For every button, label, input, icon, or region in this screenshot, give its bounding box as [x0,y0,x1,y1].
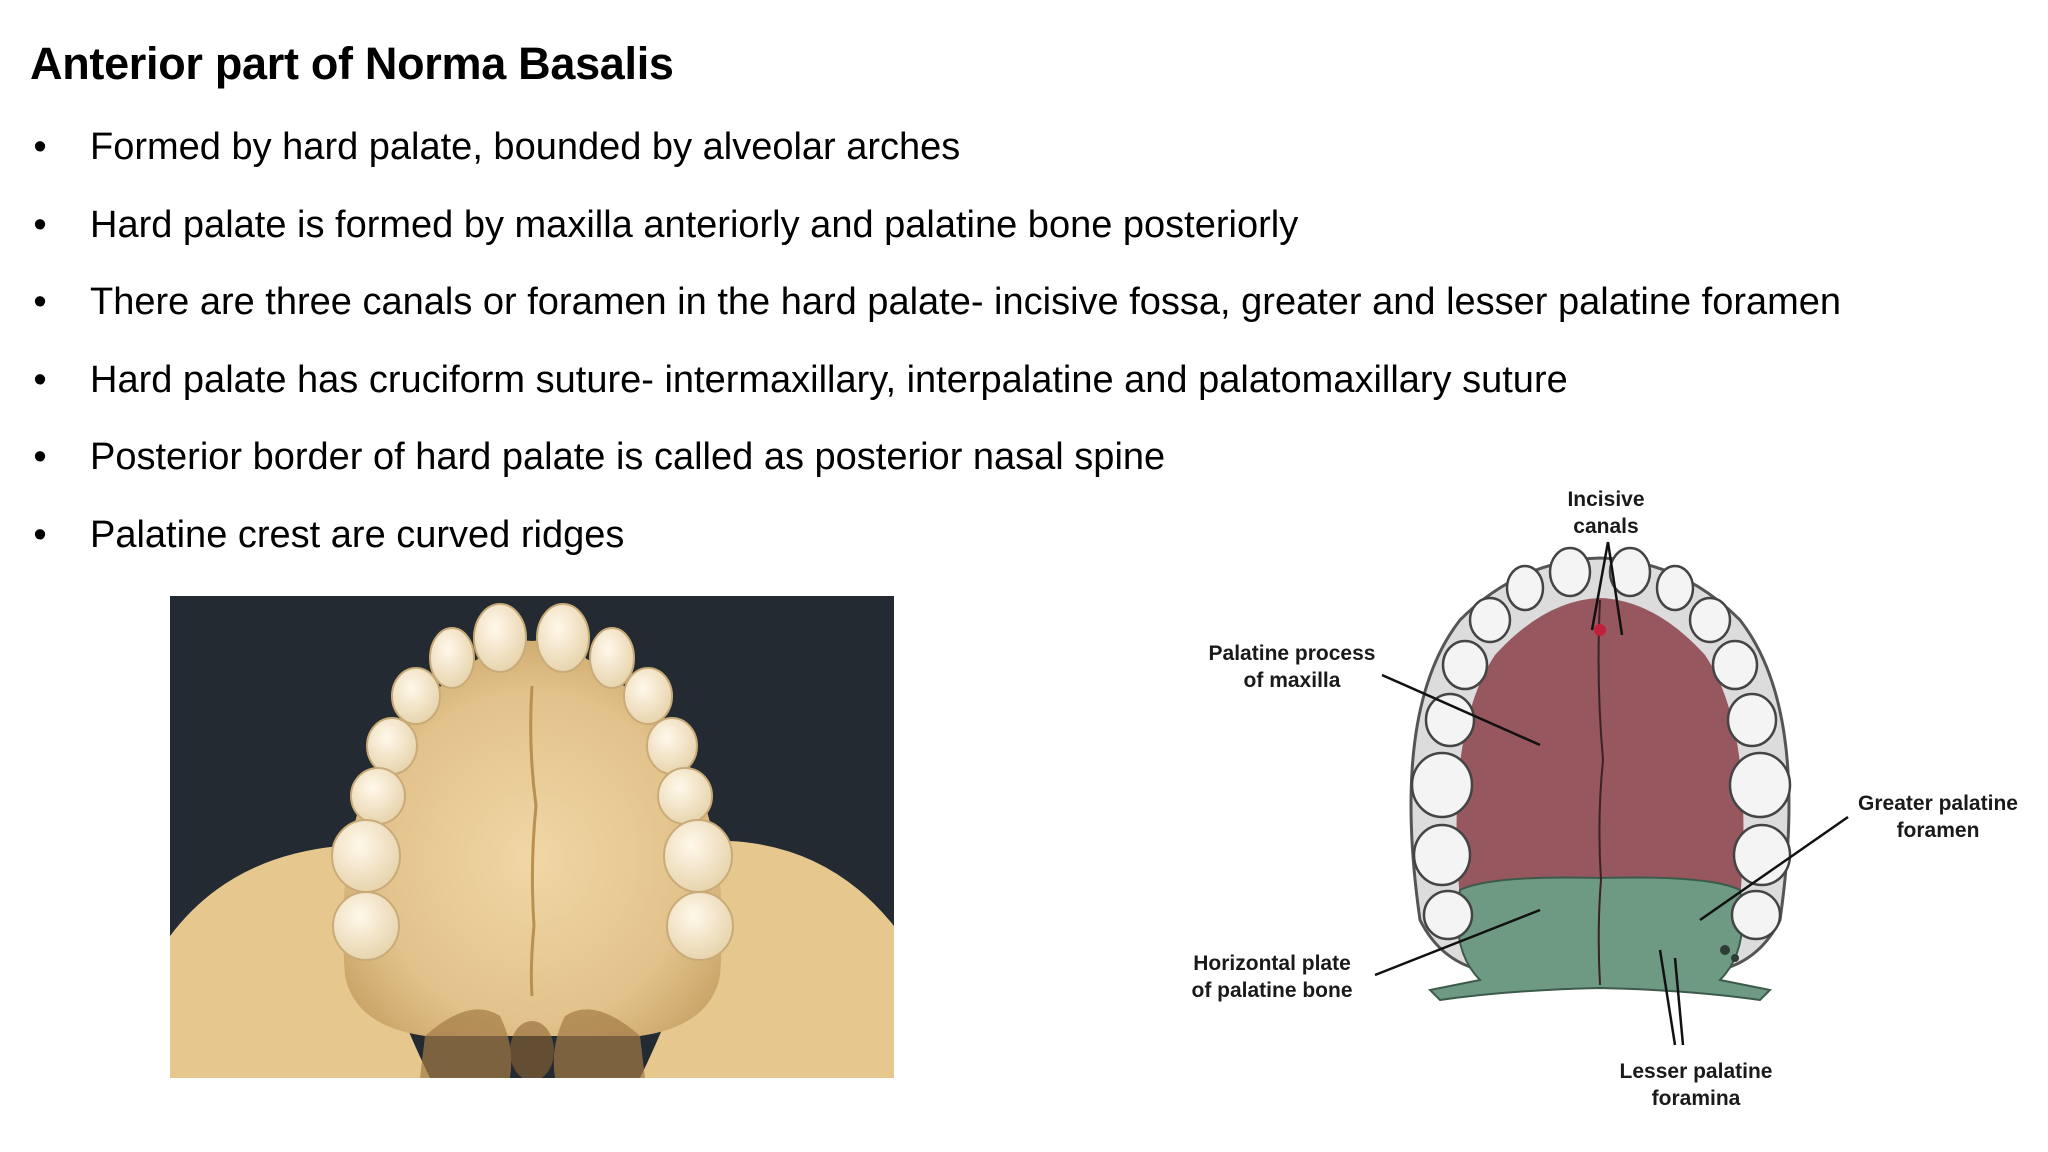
bullet-item: • Hard palate is formed by maxilla anteri… [30,202,1841,280]
label-palatine-process-of-maxilla: Palatine process of maxilla [1208,642,1376,692]
bullet-item: • Hard palate has cruciform suture- inter… [30,357,1841,435]
bullet-text: Palatine crest are curved ridges [90,513,625,556]
label-incisive-canals: Incisive canals [1567,488,1645,538]
skull-palate-photo [170,596,894,1078]
bullet-text: Formed by hard palate, bounded by alveol… [90,126,961,168]
bullet-icon: • [33,203,47,246]
bullet-text: There are three canals or foramen in the… [90,281,1842,323]
bullet-item: • Posterior border of hard palate is call… [30,434,1841,512]
slide-title: Anterior part of Norma Basalis [30,38,674,89]
bullet-icon: • [33,281,47,323]
bullet-text: Posterior border of hard palate is calle… [90,436,1166,478]
bullet-icon: • [33,126,47,168]
label-horizontal-plate-of-palatine-bone: Horizontal plate of palatine bone [1191,952,1353,1002]
bullet-text: Hard palate is formed by maxilla anterio… [90,203,1299,246]
bullet-icon: • [33,436,47,478]
bullet-icon: • [33,513,47,556]
bullet-item: • There are three canals or foramen in th… [30,279,1841,357]
label-greater-palatine-foramen: Greater palatine foramen [1858,792,2018,842]
label-lesser-palatine-foramina: Lesser palatine foramina [1619,1060,1773,1110]
bullet-icon: • [33,358,47,401]
bullet-text: Hard palate has cruciform suture- interm… [90,358,1568,401]
bullet-list: • Formed by hard palate, bounded by alveo… [30,124,1841,589]
hard-palate-drawing [1374,541,1849,1046]
bullet-item: • Palatine crest are curved ridges [30,512,1841,590]
hard-palate-diagram: Incisive canals Palatine process of maxi… [1160,480,2040,1120]
skull-palate-illustration [170,603,894,1078]
bullet-item: • Formed by hard palate, bounded by alveo… [30,124,1841,202]
